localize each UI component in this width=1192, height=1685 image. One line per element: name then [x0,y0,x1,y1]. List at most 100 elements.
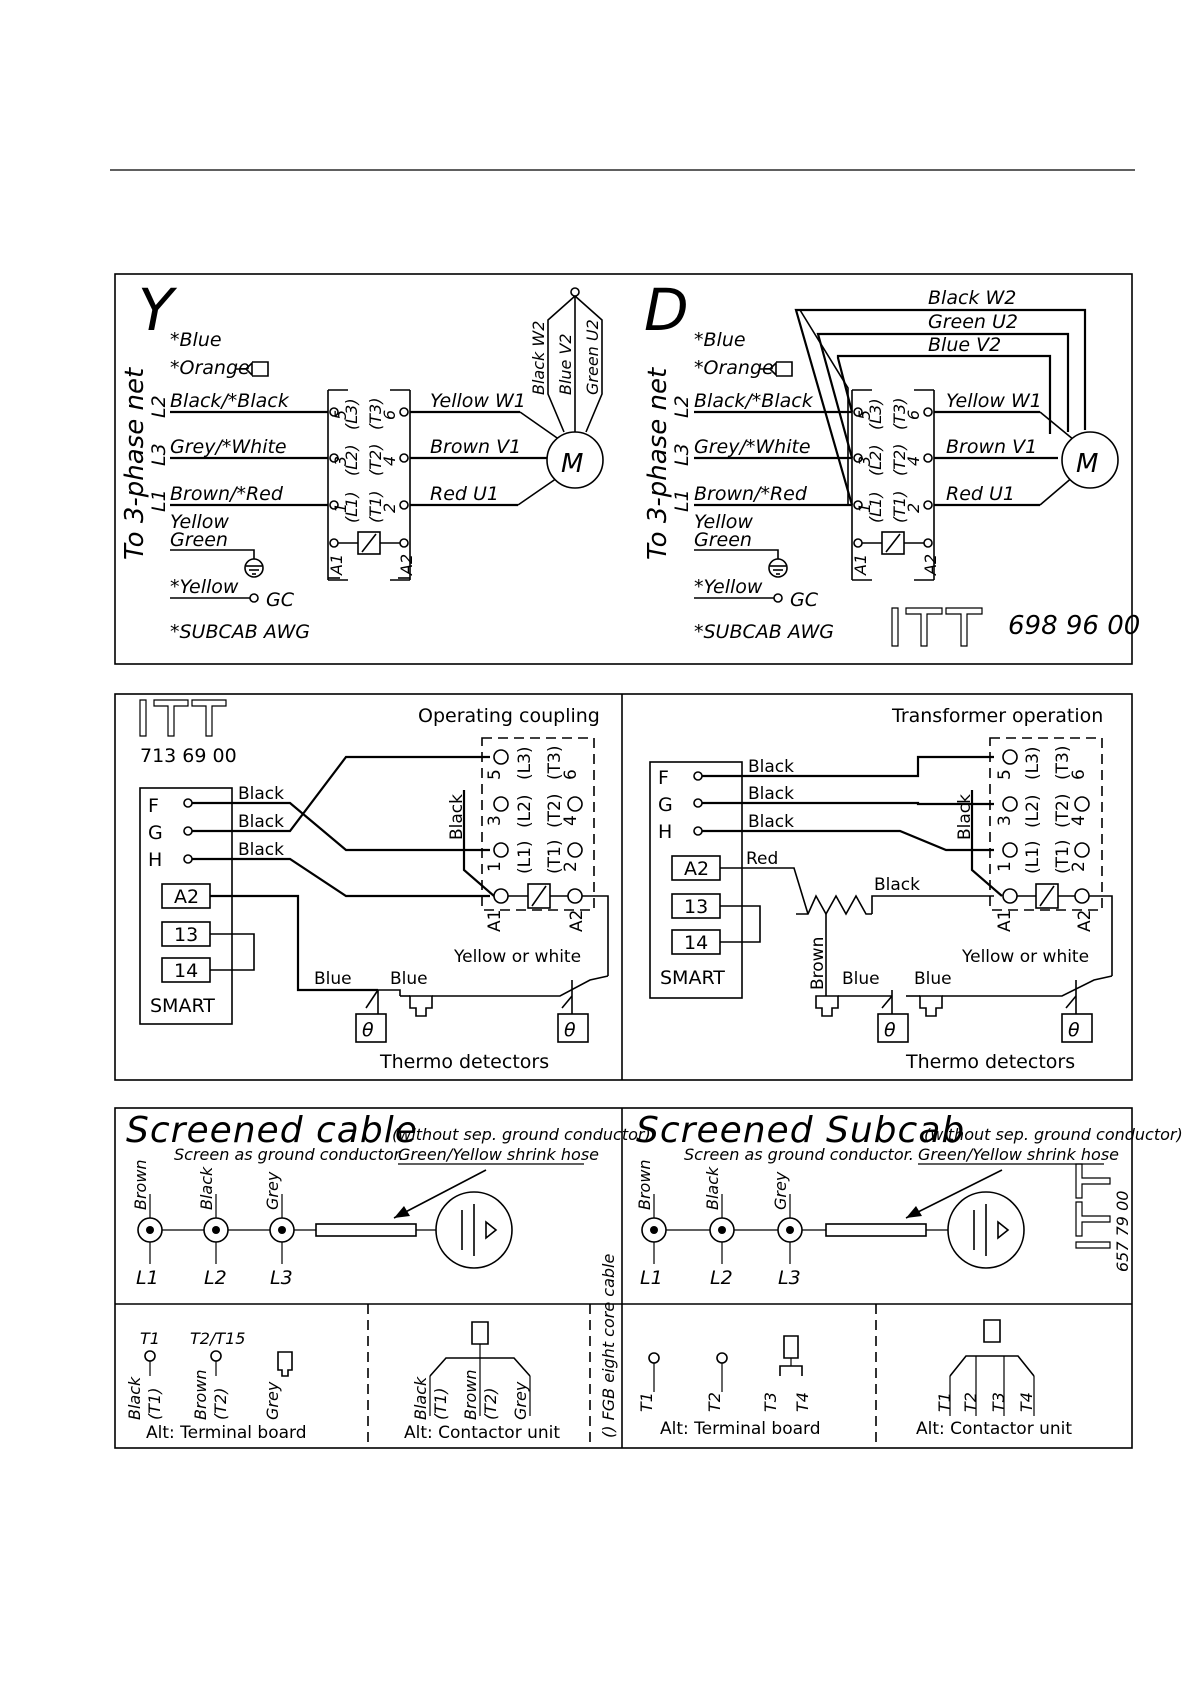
green-u2-label-d: Green U2 [928,311,1018,333]
svg-text:1: 1 [331,503,350,513]
smart-box-op [139,787,233,1025]
svg-text:A1: A1 [485,910,505,932]
brown-red-label: Brown/*Red [170,483,284,505]
svg-text:(T3): (T3) [366,398,385,430]
svg-text:3: 3 [331,456,350,466]
svg-text:Black: Black [197,1166,216,1210]
svg-text:T3: T3 [989,1392,1008,1412]
svg-text:5: 5 [331,410,350,420]
svg-text:A1: A1 [995,910,1015,932]
svg-text:Grey: Grey [771,1171,790,1210]
svg-text:T1: T1 [637,1392,656,1412]
svg-text:4: 4 [1069,815,1089,826]
panel-operating: 713 69 00 Operating coupling F G H A2 13… [139,699,609,1073]
motor-label-d: M [1076,449,1098,479]
svg-text:2: 2 [1069,861,1089,872]
svg-text:A2: A2 [397,554,416,576]
blue-v2-label-y: Blue V2 [556,333,575,395]
svg-text:(T2): (T2) [366,444,385,476]
grey-white-label: Grey/*White [170,436,287,458]
svg-text:F: F [658,767,669,789]
svg-text:2: 2 [380,503,399,513]
black-black-label: Black/*Black [170,390,290,412]
svg-text:Yellow: Yellow [694,511,753,533]
svg-text:A2: A2 [567,910,587,932]
yellow-w1-label: Yellow W1 [430,390,526,412]
svg-text:L1: L1 [671,489,693,512]
green-u2-label-y: Green U2 [583,319,602,395]
svg-text:Black/*Black: Black/*Black [694,390,814,412]
svg-text:5: 5 [855,410,874,420]
itt-logo-d [891,607,983,647]
black-a1-label-op: Black [447,794,467,840]
svg-text:GC: GC [790,589,819,611]
svg-text:Grey/*White: Grey/*White [694,436,811,458]
svg-text:G: G [148,822,163,844]
yellow-white-op: Yellow or white [453,947,581,967]
svg-text:*SUBCAB AWG: *SUBCAB AWG [694,621,834,643]
brown-label-tr: Brown [808,937,828,990]
motor-label-y: M [561,449,583,479]
svg-text:A2: A2 [174,886,199,908]
d-letter: D [644,276,689,344]
svg-text:T2: T2 [705,1392,724,1412]
itt-logo-op [139,699,227,737]
to-net-label: To 3-phase net [120,367,150,560]
panel-screened-cable: Screened cable (without sep. ground cond… [125,1110,651,1443]
svg-text:(T1): (T1) [431,1388,450,1420]
svg-text:T1: T1 [140,1329,160,1348]
svg-text:A2: A2 [1075,910,1095,932]
alt-cu-label: Alt: Contactor unit [404,1423,560,1443]
svg-text:(T3): (T3) [1053,746,1073,780]
theta-icon-tr-1: θ [884,1019,896,1041]
panel-coupling-frame [114,693,1133,1081]
panel-star-delta-frame [114,273,1133,665]
svg-text:(L3): (L3) [866,398,885,430]
panel-screened-subcab: Screened Subcab (without sep. ground con… [635,1110,1183,1439]
motor-icon-d [1061,431,1119,489]
svg-text:Black: Black [125,1376,144,1420]
transformer-resistor-icon [796,894,872,916]
svg-text:(L3): (L3) [515,746,535,780]
green-label: Green [170,529,228,551]
svg-text:1: 1 [485,861,505,872]
sc-note: (without sep. ground conductor) [392,1125,651,1144]
plug-icon-d [760,361,793,377]
svg-text:Black: Black [238,840,284,860]
svg-text:6: 6 [1069,769,1089,780]
svg-text:14: 14 [684,932,708,954]
svg-text:L3: L3 [778,1267,801,1289]
svg-text:Black: Black [411,1376,430,1420]
alt-tb-label-ss: Alt: Terminal board [660,1419,821,1439]
svg-text:(T3): (T3) [890,398,909,430]
svg-text:T2: T2 [961,1392,980,1412]
svg-text:A1: A1 [851,554,870,576]
fgb-label: () FGB eight core cable [599,1254,618,1438]
theta-icon-op-1: θ [362,1019,374,1041]
code-698: 698 96 00 [1008,611,1140,641]
l1-label: L1 [148,489,170,512]
star-blue-label: *Blue [170,329,222,351]
svg-text:F: F [148,795,159,817]
sc-hose: Green/Yellow shrink hose [398,1145,599,1164]
sc-title: Screened cable [126,1110,418,1151]
svg-text:(L2): (L2) [866,444,885,476]
svg-text:(L2): (L2) [342,444,361,476]
red-u1-label: Red U1 [430,483,499,505]
gc-label: GC [266,589,295,611]
svg-text:Blue: Blue [390,969,428,989]
svg-text:L2: L2 [204,1267,227,1289]
svg-text:(T1): (T1) [1053,840,1073,874]
subcab-label: *SUBCAB AWG [170,621,310,643]
svg-text:H: H [148,849,162,871]
svg-text:Blue: Blue [914,969,952,989]
l3-label: L3 [148,443,170,466]
y-letter: Y [138,276,178,344]
svg-text:1: 1 [855,503,874,513]
sc-screen: Screen as ground conductor. [174,1145,404,1164]
svg-text:Red U1: Red U1 [946,483,1015,505]
ground-icon-d [768,558,788,578]
svg-text:Black: Black [238,784,284,804]
svg-text:L1: L1 [136,1267,159,1289]
